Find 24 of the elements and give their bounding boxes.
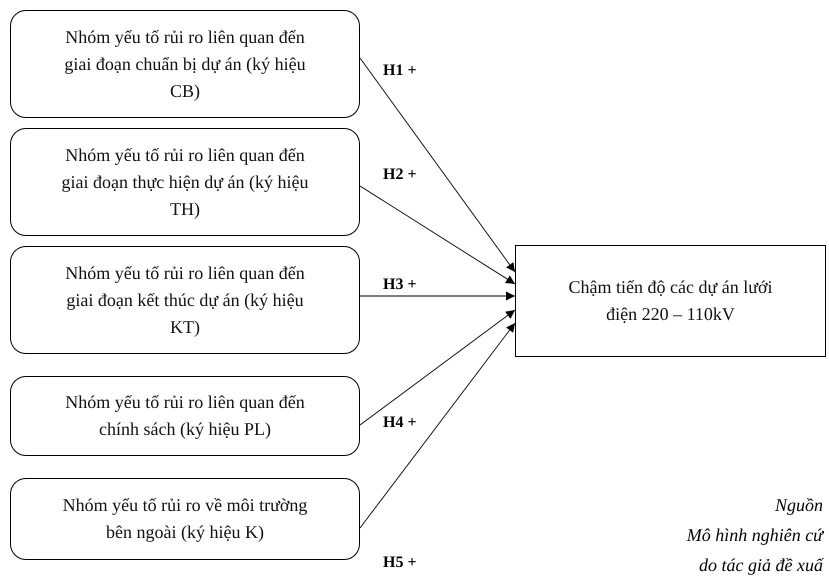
source-note: Nguồn	[774, 495, 823, 516]
node-text: Nhóm yếu tố rủi ro về môi trường bên ngoài (ký hiệu K)	[62, 494, 308, 544]
process-box	[515, 245, 826, 357]
arrow	[360, 292, 516, 300]
source-note: Mô hình nghiên cứ	[686, 525, 823, 546]
source-note: do tác giả đề xuấ	[699, 555, 823, 576]
rounded-box	[10, 478, 360, 560]
rounded-box	[10, 10, 360, 118]
edge-label: H2 +	[383, 166, 417, 184]
rounded-box	[10, 376, 360, 456]
rounded-box	[10, 246, 360, 354]
arrow	[360, 310, 516, 426]
node-text: Nhóm yếu tố rủi ro liên quan đến giai đoạn kết thúc dự án (ký hiệu KT)	[64, 262, 306, 339]
arrow	[360, 186, 516, 284]
node-text: Nhóm yếu tố rủi ro liên quan đến giai đoạn thực hiện dự án (ký hiệu TH)	[60, 144, 310, 221]
edge-label: H5 +	[383, 554, 417, 572]
node-text: Nhóm yếu tố rủi ro liên quan đến giai đoạn chuẩn bị dự án (ký hiệu CB)	[63, 26, 307, 103]
edge-label: H4 +	[383, 414, 417, 432]
rounded-box	[10, 128, 360, 236]
node-text: Chậm tiến độ các dự án lưới điện 220 – 110kV	[568, 276, 774, 326]
edge-label: H1 +	[383, 62, 417, 80]
node-text: Nhóm yếu tố rủi ro liên quan đến chính sách (ký hiệu PL)	[64, 391, 306, 441]
arrow	[360, 58, 516, 272]
edge-label: H3 +	[383, 276, 417, 294]
